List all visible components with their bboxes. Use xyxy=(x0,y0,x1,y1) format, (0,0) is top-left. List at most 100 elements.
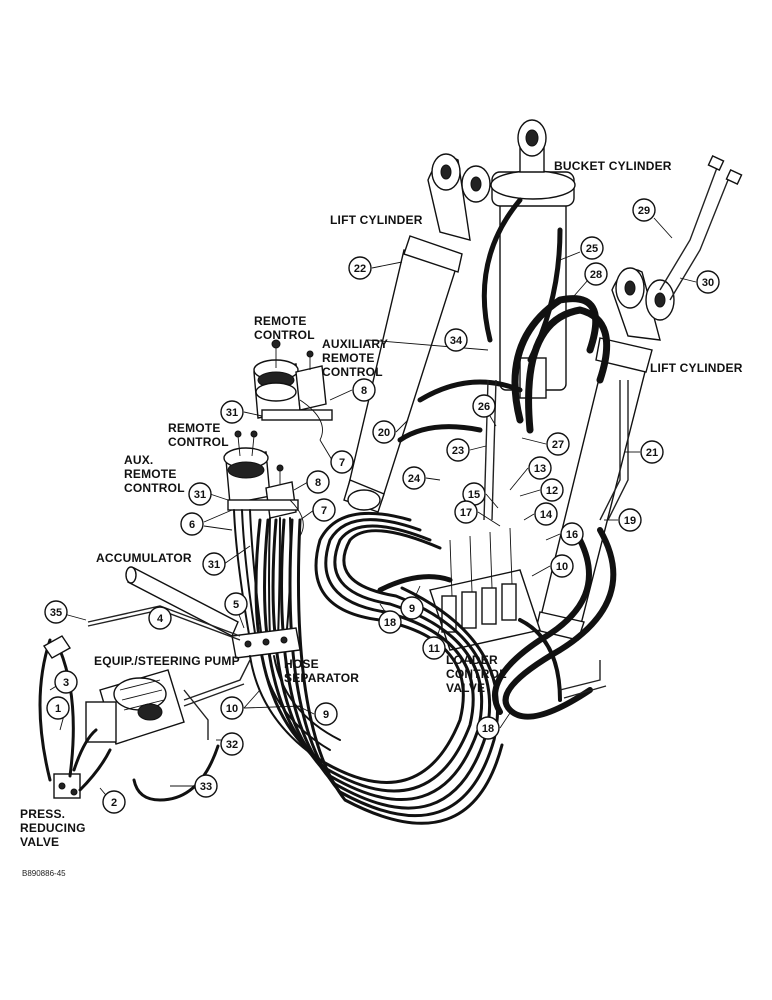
svg-text:31: 31 xyxy=(194,489,206,501)
svg-text:23: 23 xyxy=(452,445,464,457)
svg-text:31: 31 xyxy=(226,407,238,419)
callout: 22 xyxy=(348,256,372,280)
callout: 9 xyxy=(314,702,338,726)
label-remote-control-upper: REMOTE CONTROL xyxy=(254,314,315,342)
svg-text:13: 13 xyxy=(534,463,546,475)
label-aux-remote-control-upper: AUXILIARY REMOTE CONTROL xyxy=(322,337,391,379)
svg-text:12: 12 xyxy=(546,485,558,497)
svg-text:32: 32 xyxy=(226,739,238,751)
callout: 9 xyxy=(400,596,424,620)
callout: 31 xyxy=(202,552,226,576)
callout: 29 xyxy=(632,198,656,222)
svg-text:3: 3 xyxy=(63,677,69,689)
svg-text:25: 25 xyxy=(586,243,598,255)
callout: 13 xyxy=(528,456,552,480)
callout: 8 xyxy=(306,470,330,494)
svg-text:34: 34 xyxy=(450,335,463,347)
figure-id: B890886-45 xyxy=(22,869,66,878)
label-press-reducing-valve: PRESS. REDUCING VALVE xyxy=(20,807,89,849)
svg-text:22: 22 xyxy=(354,263,366,275)
press-reducing-valve xyxy=(38,635,220,802)
callout: 4 xyxy=(148,606,172,630)
callout: 10 xyxy=(550,554,574,578)
svg-text:19: 19 xyxy=(624,515,636,527)
callout: 19 xyxy=(618,508,642,532)
svg-text:8: 8 xyxy=(361,385,367,397)
lift-cylinder-left xyxy=(343,153,491,513)
callout: 10 xyxy=(220,696,244,720)
callout: 7 xyxy=(312,498,336,522)
svg-text:5: 5 xyxy=(233,599,239,611)
svg-text:6: 6 xyxy=(189,519,195,531)
callout: 16 xyxy=(560,522,584,546)
callout: 3 xyxy=(54,670,78,694)
svg-text:28: 28 xyxy=(590,269,602,281)
svg-text:7: 7 xyxy=(321,505,327,517)
callouts: 25 29 30 28 22 34 26 23 27 20 21 24 13 1… xyxy=(44,198,720,814)
label-aux-remote-control-lower: AUX. REMOTE CONTROL xyxy=(124,453,185,495)
callout: 33 xyxy=(194,774,218,798)
hose-separator xyxy=(231,627,341,761)
label-remote-control-lower: REMOTE CONTROL xyxy=(168,421,229,449)
callout: 7 xyxy=(330,450,354,474)
svg-text:9: 9 xyxy=(323,709,329,721)
callout: 1 xyxy=(46,696,70,720)
svg-text:29: 29 xyxy=(638,205,650,217)
callout: 11 xyxy=(422,636,446,660)
svg-text:8: 8 xyxy=(315,477,321,489)
svg-text:20: 20 xyxy=(378,427,390,439)
callout: 31 xyxy=(188,482,212,506)
svg-text:31: 31 xyxy=(208,559,220,571)
label-loader-control-valve: LOADER CONTROL VALVE xyxy=(446,653,510,695)
callout: 6 xyxy=(180,512,204,536)
svg-text:7: 7 xyxy=(339,457,345,469)
label-bucket-cylinder: BUCKET CYLINDER xyxy=(554,159,672,173)
svg-text:21: 21 xyxy=(646,447,658,459)
main-hose-bundle xyxy=(254,511,617,825)
callout: 28 xyxy=(584,262,608,286)
callout: 15 xyxy=(462,482,486,506)
svg-text:10: 10 xyxy=(556,561,568,573)
remote-control-upper xyxy=(253,339,333,421)
accumulator xyxy=(87,566,241,641)
callout: 18 xyxy=(476,716,500,740)
callout: 17 xyxy=(454,500,478,524)
svg-text:17: 17 xyxy=(460,507,472,519)
svg-text:15: 15 xyxy=(468,489,480,501)
svg-text:1: 1 xyxy=(55,703,61,715)
callout: 31 xyxy=(220,400,244,424)
callout: 5 xyxy=(224,592,248,616)
svg-text:33: 33 xyxy=(200,781,212,793)
callout: 12 xyxy=(540,478,564,502)
svg-text:10: 10 xyxy=(226,703,238,715)
equip-steering-pump xyxy=(85,659,251,745)
callout: 18 xyxy=(378,610,402,634)
callout: 2 xyxy=(102,790,126,814)
svg-text:18: 18 xyxy=(384,617,396,629)
svg-text:14: 14 xyxy=(540,509,553,521)
svg-text:27: 27 xyxy=(552,439,564,451)
callout: 25 xyxy=(580,236,604,260)
svg-text:30: 30 xyxy=(702,277,714,289)
callout: 21 xyxy=(640,440,664,464)
upper-hoses xyxy=(397,155,743,521)
callout: 32 xyxy=(220,732,244,756)
svg-text:26: 26 xyxy=(478,401,490,413)
label-hose-separator: HOSE SEPARATOR xyxy=(284,657,359,685)
bucket-cylinder xyxy=(490,119,576,399)
callout: 24 xyxy=(402,466,426,490)
labels: BUCKET CYLINDER LIFT CYLINDER LIFT CYLIN… xyxy=(20,159,743,878)
callout: 30 xyxy=(696,270,720,294)
label-lift-cylinder-left: LIFT CYLINDER xyxy=(330,213,423,227)
label-accumulator: ACCUMULATOR xyxy=(96,551,192,565)
remote-control-lines xyxy=(233,399,323,641)
svg-text:18: 18 xyxy=(482,723,494,735)
svg-text:35: 35 xyxy=(50,607,62,619)
callout: 8 xyxy=(352,378,376,402)
svg-text:4: 4 xyxy=(157,613,164,625)
callout: 34 xyxy=(444,328,468,352)
svg-text:9: 9 xyxy=(409,603,415,615)
remote-control-lower xyxy=(223,430,299,519)
callout: 27 xyxy=(546,432,570,456)
